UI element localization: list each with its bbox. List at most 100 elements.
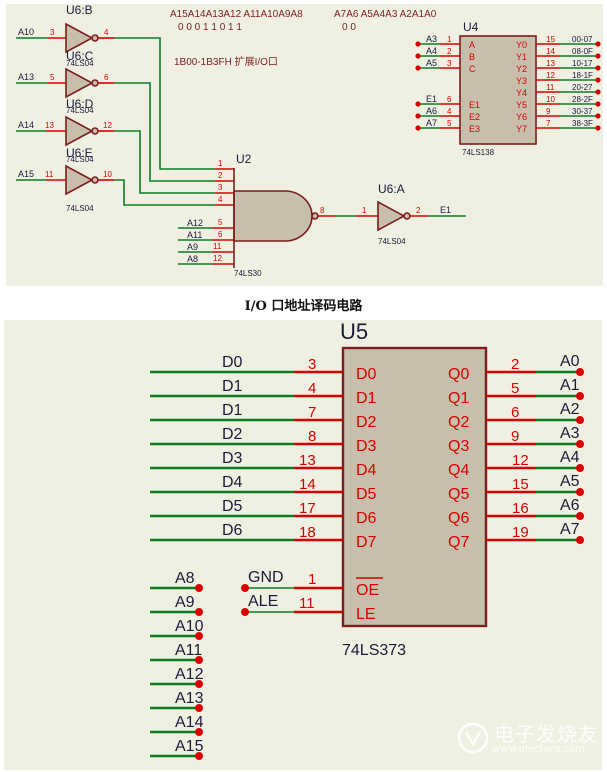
address-low-net-label: A0 (560, 353, 580, 370)
u2-ref: U2 (236, 152, 252, 166)
data-net-label: D6 (222, 522, 243, 539)
address-header-low: A7A6 A5A4A3 A2A1A0 (334, 9, 437, 20)
u2-pin-5: 5 (218, 218, 223, 227)
u6c-pin-out: 6 (104, 73, 109, 82)
address-high-net-label: A15 (175, 738, 204, 755)
u4-in-pin-name: E3 (469, 124, 480, 134)
u4-out-pin-name: Y0 (516, 40, 527, 50)
a15-label: A15 (18, 169, 34, 179)
u5-q-pin-name: Q7 (448, 534, 469, 551)
latch-control-lines (241, 584, 343, 616)
address-low-terminal (576, 512, 584, 520)
u2-pin-1: 1 (218, 159, 223, 168)
u4-in-pin-name: E1 (469, 100, 480, 110)
address-low-terminal (576, 440, 584, 448)
u5-d-pin-number: 18 (299, 524, 316, 541)
u2-pin-3: 3 (218, 183, 223, 192)
u4-out-terminal (595, 41, 601, 47)
address-low-net-label: A2 (560, 401, 580, 418)
address-low-terminal (576, 416, 584, 424)
u4-out-pin-number: 12 (546, 71, 555, 80)
u5-d-pin-name: D0 (356, 366, 377, 383)
address-high-net-label: A13 (175, 690, 204, 707)
u2-pin-4: 4 (218, 195, 223, 204)
u6a-pin-out: 2 (416, 206, 421, 215)
u5-q-pin-name: Q6 (448, 510, 469, 527)
address-low-terminal (576, 488, 584, 496)
u6a-ref: U6:A (378, 182, 405, 196)
u6e-part: 74LS04 (66, 204, 94, 213)
u2-in-a11: A11 (187, 230, 202, 240)
u4-in-terminal (415, 101, 421, 107)
u4-out-range-label: 30-37 (572, 107, 593, 116)
u5-q-pin-name: Q5 (448, 486, 469, 503)
latch-u5-body (341, 346, 488, 628)
u6a-part: 74LS04 (378, 237, 406, 246)
u6d-pin-in: 13 (45, 121, 54, 130)
u4-out-range-label: 38-3F (572, 119, 593, 128)
u4-in-pin-name: C (469, 64, 476, 74)
gnd-label: GND (248, 569, 284, 586)
u5-q-pin-number: 5 (511, 380, 519, 397)
u4-in-net-label: A6 (426, 106, 437, 116)
u5-q-pin-name: Q1 (448, 390, 469, 407)
u2-pin-2: 2 (218, 171, 223, 180)
address-high-terminal (195, 680, 203, 688)
u4-in-pin-number: 6 (447, 95, 452, 104)
oe-pin: 1 (308, 571, 316, 588)
u5-d-pin-number: 13 (299, 452, 316, 469)
u4-out-pin-name: Y4 (516, 88, 527, 98)
u4-out-range-label: 10-17 (572, 59, 593, 68)
data-net-label: D2 (222, 426, 243, 443)
address-high-net-label: A14 (175, 714, 204, 731)
u4-in-pin-name: A (469, 40, 475, 50)
u2-in-a8: A8 (187, 254, 198, 264)
u5-d-pin-name: D2 (356, 414, 377, 431)
u5-d-pin-name: D6 (356, 510, 377, 527)
u4-out-pin-number: 11 (546, 83, 555, 92)
u5-q-pin-name: Q4 (448, 462, 469, 479)
u4-out-pin-number: 13 (546, 59, 555, 68)
oe-name: OE (356, 582, 379, 599)
u6e-pin-in: 11 (45, 170, 54, 179)
u6a-pin-in: 1 (362, 206, 367, 215)
u6e-ref: U6:E (66, 146, 93, 160)
e1-out-label: E1 (440, 205, 451, 215)
u5-d-pin-number: 8 (308, 428, 316, 445)
u2-out-pin: 8 (320, 206, 325, 215)
u4-out-pin-number: 7 (546, 119, 551, 128)
u4-out-pin-number: 15 (546, 35, 555, 44)
u2-in-a9: A9 (187, 242, 198, 252)
address-high-terminal (195, 608, 203, 616)
u4-out-pin-name: Y7 (516, 124, 527, 134)
u4-ref: U4 (463, 20, 479, 34)
u4-part: 74LS138 (462, 148, 495, 157)
u4-out-terminal (595, 89, 601, 95)
u4-out-terminal (595, 101, 601, 107)
u6c-part: 74LS04 (66, 106, 94, 115)
u5-part: 74LS373 (342, 642, 406, 659)
u5-q-pin-number: 16 (512, 500, 529, 517)
address-low-net-label: A4 (560, 449, 580, 466)
address-header-high: A15A14A13A12 A11A10A9A8 (170, 9, 303, 20)
u4-in-pin-number: 1 (447, 35, 452, 44)
a14-label: A14 (18, 120, 34, 130)
le-pin: 11 (299, 595, 315, 612)
u6d-pin-out: 12 (103, 121, 112, 130)
address-low-terminal (576, 464, 584, 472)
data-net-label: D0 (222, 354, 243, 371)
u6b-pin-in: 3 (50, 28, 55, 37)
u4-out-pin-name: Y1 (516, 52, 527, 62)
address-high-terminal (195, 704, 203, 712)
address-high-terminal (195, 632, 203, 640)
u4-out-range-label: 28-2F (572, 95, 593, 104)
ale-label: ALE (248, 593, 278, 610)
u6b-ref: U6:B (66, 3, 93, 17)
address-high-net-label: A10 (175, 618, 204, 635)
address-high-net-label: A9 (175, 594, 195, 611)
u2-pin-12: 12 (213, 254, 222, 263)
inverter-u6b (16, 22, 215, 170)
u4-out-range-label: 18-1F (572, 71, 593, 80)
